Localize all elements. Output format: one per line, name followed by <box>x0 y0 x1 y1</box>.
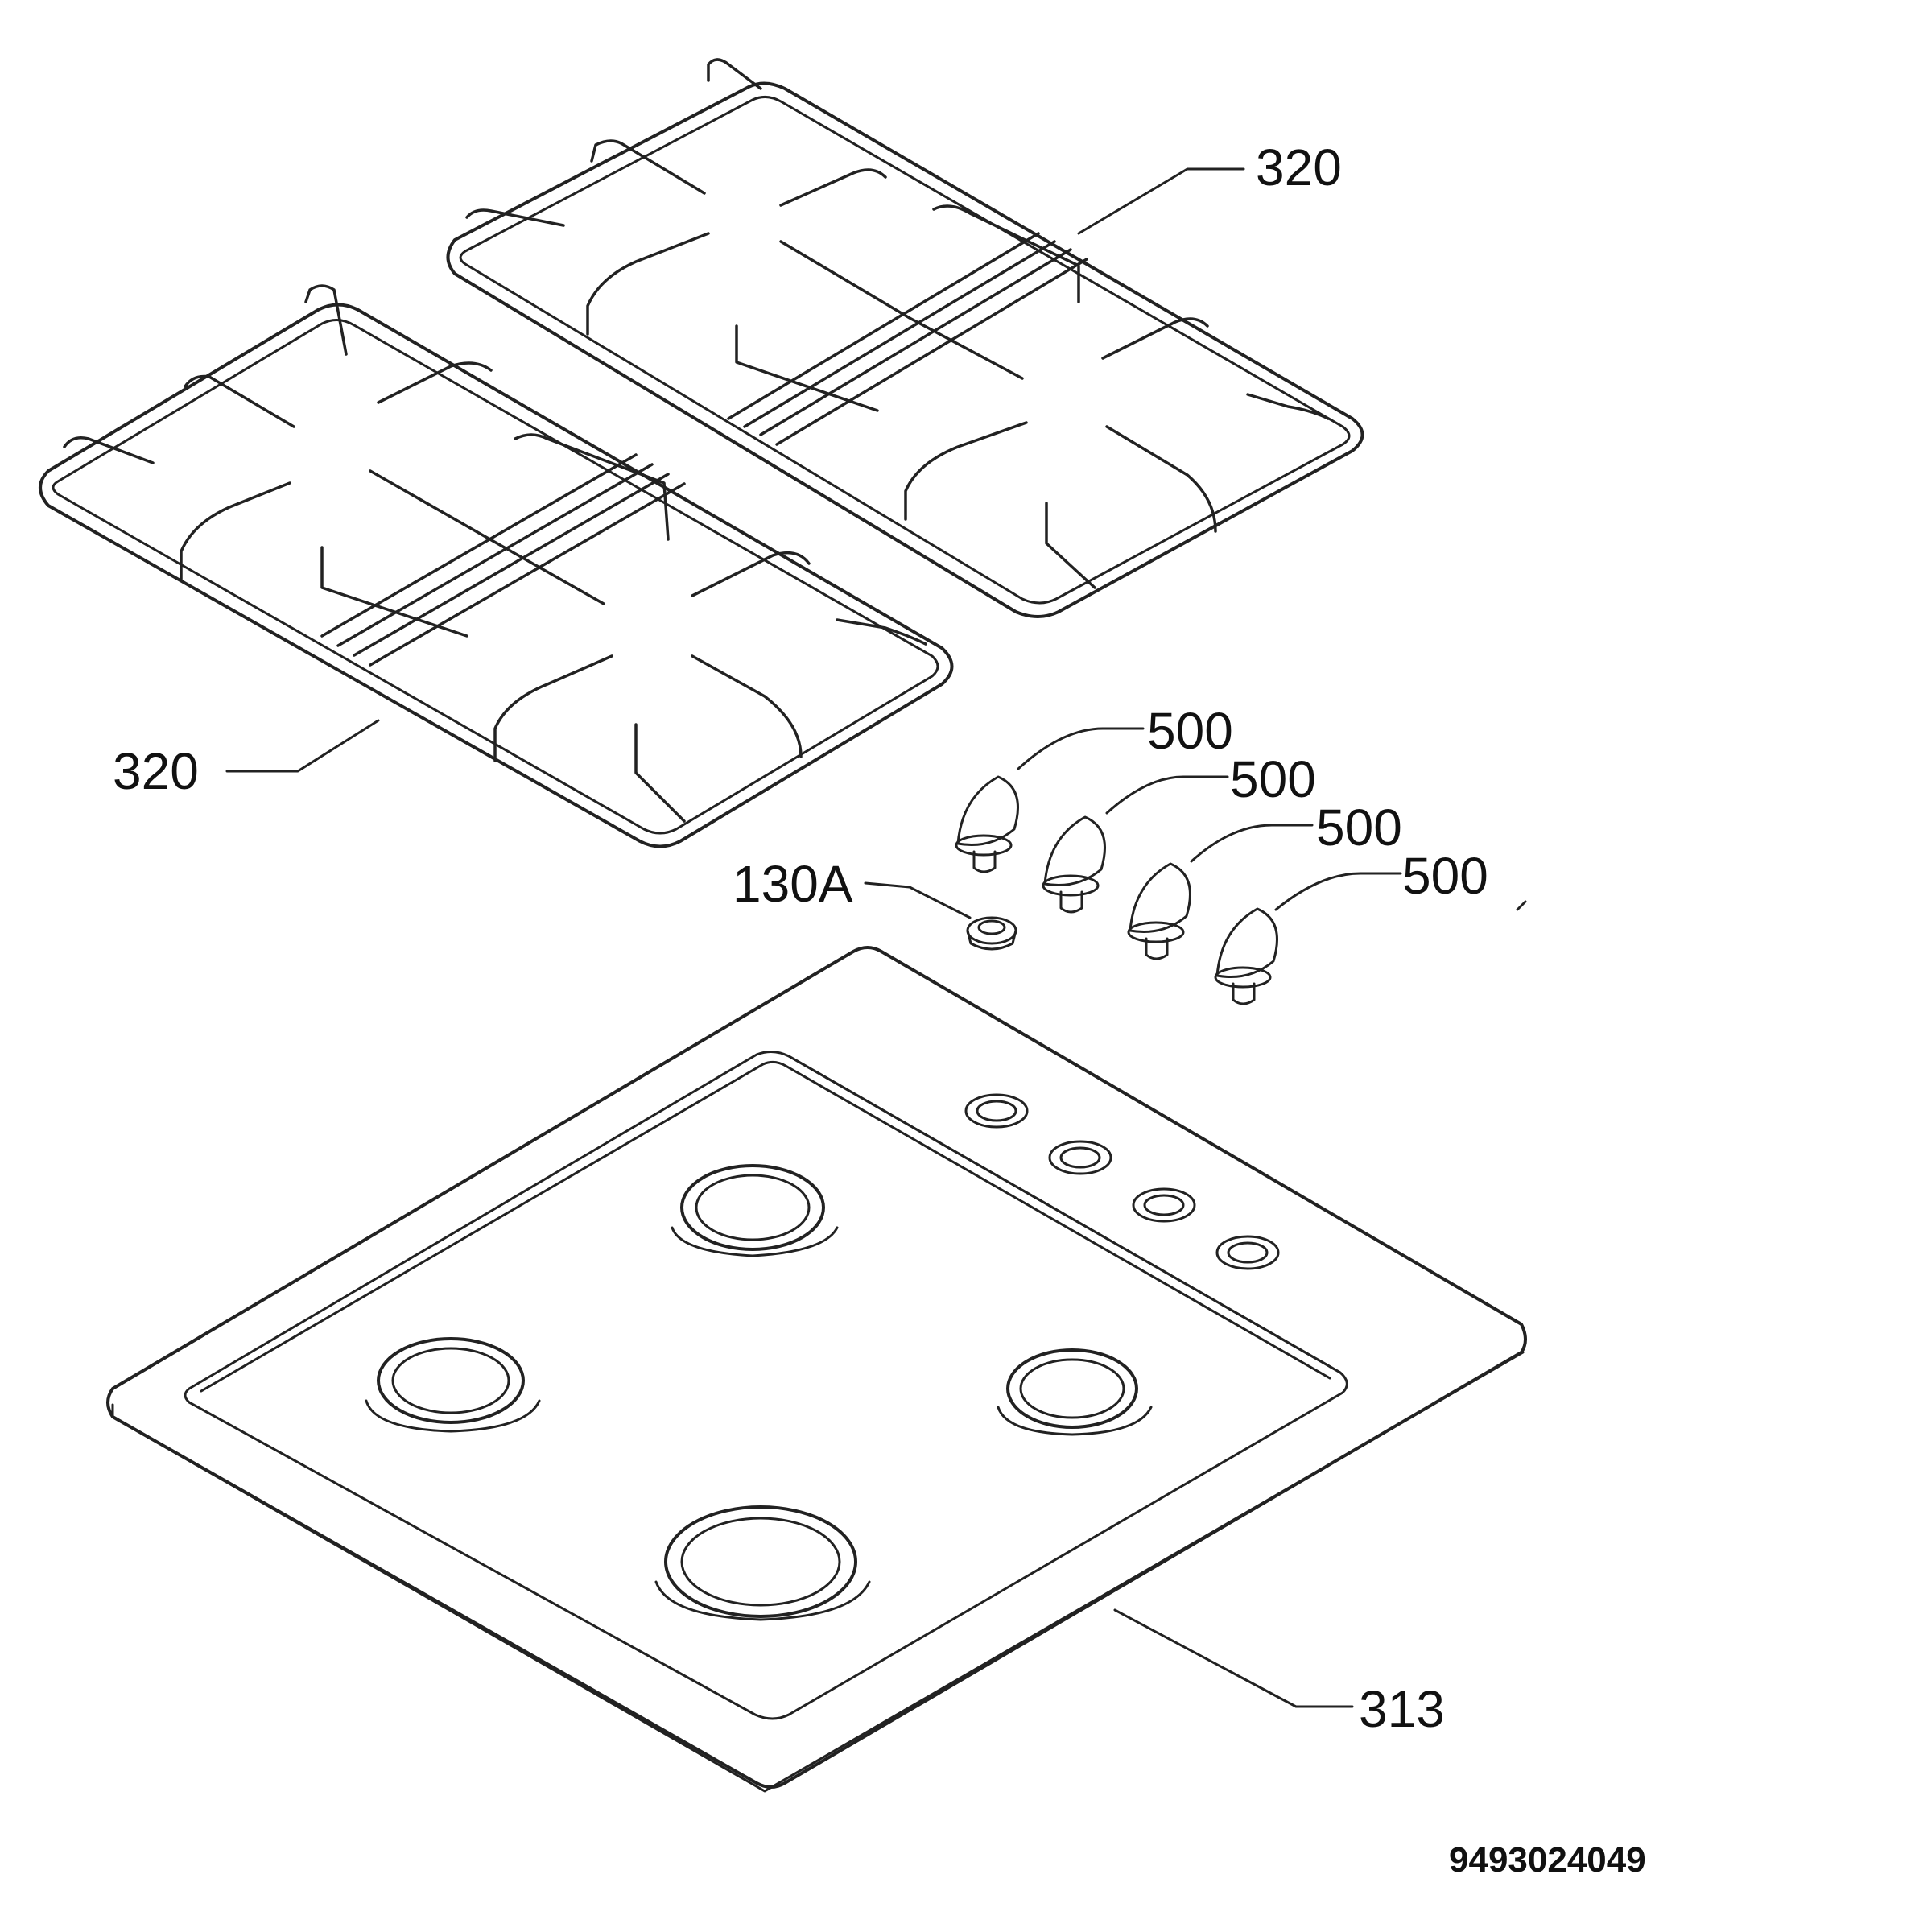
label-hob-top: 313 <box>1359 1680 1445 1738</box>
leader-knob-4 <box>1274 872 1402 911</box>
knob-holes <box>964 1093 1280 1270</box>
burner-opening-left <box>365 1337 541 1433</box>
control-knob-4 <box>1214 907 1278 1005</box>
hob-top <box>106 946 1527 1793</box>
control-knob-1 <box>955 775 1019 873</box>
label-knob-3: 500 <box>1316 799 1402 857</box>
burner-opening-front <box>654 1505 871 1621</box>
pan-support-grid-right <box>446 58 1364 618</box>
leader-knob-1 <box>1017 727 1145 770</box>
control-knob-3 <box>1127 862 1191 960</box>
control-knob-2 <box>1042 815 1106 914</box>
label-knob-4: 500 <box>1402 847 1488 905</box>
leader-grid-left <box>225 719 380 773</box>
leader-lines <box>225 167 1527 1708</box>
label-grid-left: 320 <box>113 742 199 800</box>
part-labels: 320 320 500 500 500 500 130A 313 9493024… <box>113 138 1646 1880</box>
burner-opening-back <box>671 1164 839 1257</box>
pan-support-grid-left <box>39 284 954 848</box>
leader-knob-3 <box>1190 824 1314 863</box>
label-knob-cap: 130A <box>733 855 853 913</box>
drawing-code: 9493024049 <box>1449 1840 1646 1880</box>
leader-knob-cap <box>864 881 972 919</box>
label-knob-2: 500 <box>1230 750 1316 808</box>
label-grid-top: 320 <box>1256 138 1342 196</box>
leader-hob-top <box>1113 1608 1354 1708</box>
stray-mark <box>1516 900 1527 911</box>
knob-cap <box>966 916 1017 951</box>
leader-knob-2 <box>1105 775 1229 815</box>
control-knobs <box>955 775 1278 1005</box>
leader-grid-top <box>1077 167 1245 235</box>
burner-opening-right <box>997 1348 1153 1436</box>
label-knob-1: 500 <box>1147 702 1233 760</box>
